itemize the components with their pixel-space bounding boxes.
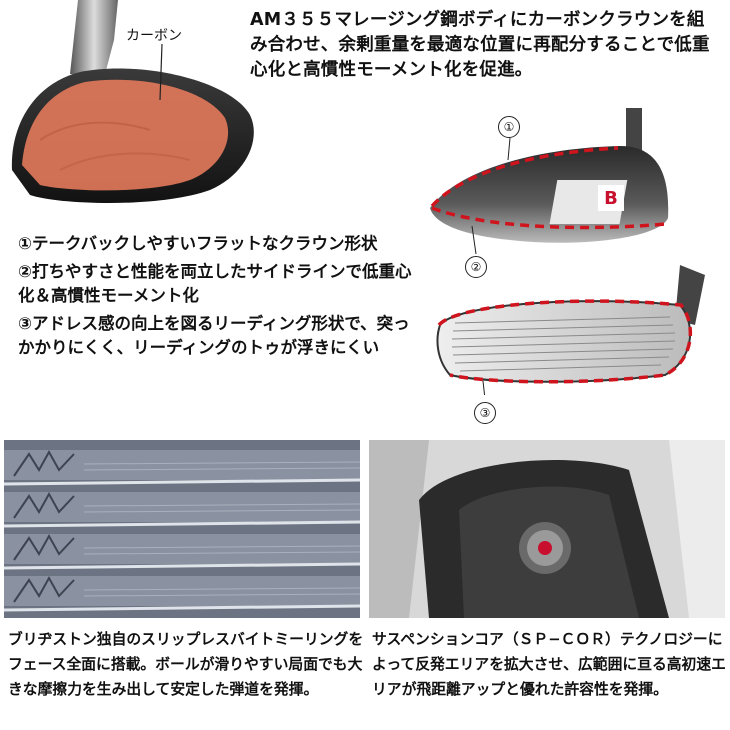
- feature-item-1: ①テークバックしやすいフラットなクラウン形状: [18, 234, 378, 253]
- carbon-crown-illustration: [11, 0, 254, 204]
- milling-caption: ブリヂストン独自のスリップレスバイトミーリングをフェース全面に搭載。ボールが滑り…: [8, 631, 364, 698]
- marker-3: ③: [474, 402, 496, 424]
- marker-1: ①: [498, 116, 520, 138]
- carbon-crown-overlay: [22, 79, 229, 191]
- crown-dash-line: [430, 146, 619, 208]
- marker-2: ②: [465, 256, 487, 278]
- feature-item-3: ③アドレス感の向上を図るリーディング形状で、突っかかりにくく、リーディングのトゥ…: [18, 314, 410, 357]
- suspension-core-caption: サスペンションコア（ＳＰ−ＣＯＲ）テクノロジーによって反発エリアを拡大させ、広範…: [372, 631, 726, 698]
- sideline-dash-line: [431, 206, 667, 230]
- brand-logo: B: [598, 185, 624, 211]
- headline-text: AM３５５マレージング鋼ボディにカーボンクラウンを組み合わせ、余剰重量を最適な位…: [250, 10, 710, 80]
- face-view-illustration: [436, 265, 705, 395]
- carbon-label: カーボン: [126, 28, 182, 44]
- feature-item-2: ②打ちやすさと性能を両立したサイドラインで低重心化＆高慣性モーメント化: [18, 262, 412, 305]
- brand-logo-mark: B: [604, 187, 618, 209]
- feature-list: ①テークバックしやすいフラットなクラウン形状 ②打ちやすさと性能を両立したサイド…: [18, 232, 413, 364]
- side-view-illustration: [430, 108, 669, 255]
- suspension-core-photo: [369, 440, 725, 618]
- face-milling-photo: [4, 440, 360, 618]
